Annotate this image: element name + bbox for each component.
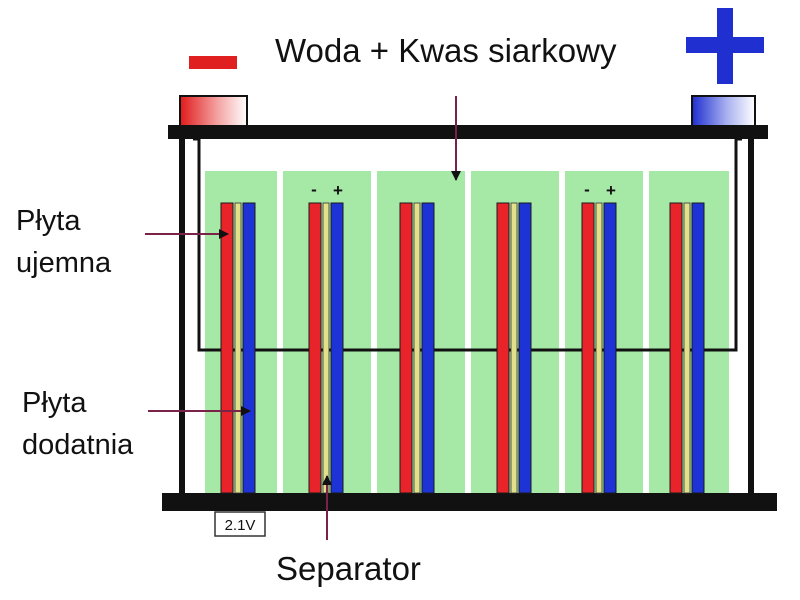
positive-terminal [691, 95, 756, 127]
separator-label: Separator [276, 550, 421, 587]
minus-sign-icon [189, 56, 237, 69]
positive-plate [691, 202, 705, 494]
connector-wire [193, 137, 742, 352]
positive-plate [330, 202, 344, 494]
electrolyte-cell [377, 171, 465, 493]
battery-left-wall [179, 139, 185, 495]
negative-plate [669, 202, 683, 494]
battery-right-wall [748, 139, 754, 495]
negative-plate [496, 202, 510, 494]
cell-signs: -+-+ [311, 180, 616, 200]
negative-plate [308, 202, 322, 494]
separator-plate [413, 202, 421, 494]
separator-plate [322, 202, 330, 494]
positive-plate [518, 202, 532, 494]
negative-plate [581, 202, 595, 494]
cell-minus-sign: - [311, 180, 317, 199]
positive-plate [421, 202, 435, 494]
separator-plate [510, 202, 518, 494]
battery-lid [168, 125, 768, 139]
separator-plate [683, 202, 691, 494]
negative-terminal [179, 95, 248, 127]
electrolyte-label: Woda + Kwas siarkowy [275, 32, 617, 69]
voltage-tag-box [214, 511, 266, 537]
negative-plate-label-line1: Płyta [16, 205, 81, 237]
cell-minus-sign: - [584, 180, 590, 199]
separator-plate [234, 202, 242, 494]
positive-plate [242, 202, 256, 494]
plates-group [220, 202, 705, 494]
electrolyte-cells [205, 171, 729, 493]
battery-base [162, 493, 777, 511]
negative-plate-label-line2: ujemna [16, 247, 112, 279]
separator-plate [595, 202, 603, 494]
voltage-tag: 2.1V [225, 517, 256, 534]
negative-plate [399, 202, 413, 494]
plus-sign-icon [686, 8, 764, 84]
positive-plate [603, 202, 617, 494]
cell-plus-sign: + [333, 181, 343, 200]
positive-plate-label-line1: Płyta [22, 387, 87, 419]
negative-plate [220, 202, 234, 494]
positive-plate-label-line2: dodatnia [22, 429, 134, 461]
cell-plus-sign: + [606, 181, 616, 200]
